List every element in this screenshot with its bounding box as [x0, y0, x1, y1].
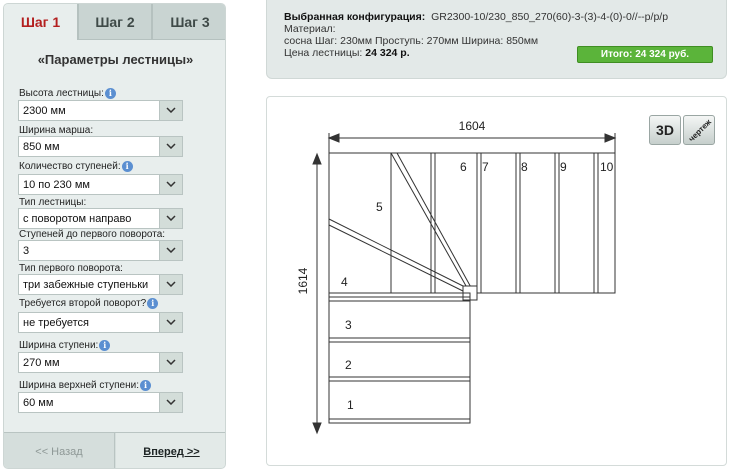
winder-diagonal [328, 224, 468, 294]
field-label-tread-width: Ширина ступени:i [19, 340, 111, 351]
select-steps-before-turn[interactable]: 3 [18, 240, 183, 261]
info-icon[interactable]: i [104, 88, 116, 99]
step-label-3: 3 [345, 318, 352, 332]
chevron-down-icon[interactable] [159, 175, 182, 194]
info-icon[interactable]: i [139, 380, 151, 391]
upper-flight-outline [328, 152, 616, 294]
chevron-down-icon[interactable] [159, 137, 182, 156]
stair-plan-drawing: 1604 1614 1 2 3 4 5 6 7 8 9 10 [296, 119, 617, 435]
winder-diagonal [396, 152, 474, 292]
step-navigation: << Назад Вперед >> [4, 432, 225, 468]
lower-flight-outline [328, 292, 471, 424]
panel-title: «Параметры лестницы» [37, 52, 194, 67]
forward-button[interactable]: Вперед >> [116, 433, 225, 468]
select-step-count[interactable]: 10 по 230 мм [18, 174, 183, 195]
height-dimension-label: 1614 [296, 267, 310, 294]
select-second-turn[interactable]: не требуется [18, 312, 183, 333]
field-label-first-turn-type: Тип первого поворота: [19, 263, 123, 274]
view-3d-button[interactable]: 3D [649, 115, 681, 145]
step-label-10: 10 [600, 160, 614, 174]
field-label-steps-before-turn: Ступеней до первого поворота: [19, 229, 166, 240]
step-label-4: 4 [341, 275, 348, 289]
field-label-stair-type: Тип лестницы: [19, 197, 87, 208]
chevron-down-icon[interactable] [159, 353, 182, 372]
select-top-step-width[interactable]: 60 мм [18, 392, 183, 413]
step-tabs: Шаг 1 Шаг 2 Шаг 3 [4, 4, 225, 40]
chevron-down-icon[interactable] [159, 275, 182, 294]
info-icon[interactable]: i [121, 161, 133, 172]
step-label-7: 7 [482, 160, 489, 174]
total-price-badge: Итого: 24 324 руб. [577, 46, 713, 63]
field-label-flight-width: Ширина марша: [19, 125, 94, 136]
field-label-stair-height: Высота лестницы:i [19, 88, 116, 99]
tab-step-3[interactable]: Шаг 3 [152, 4, 225, 40]
step-label-6: 6 [460, 160, 467, 174]
field-label-top-step-width: Ширина верхней ступени:i [19, 380, 151, 391]
step-label-9: 9 [560, 160, 567, 174]
field-label-step-count: Количество ступеней:i [19, 161, 133, 172]
arrow-down-icon [312, 422, 322, 435]
chevron-down-icon[interactable] [159, 393, 182, 412]
field-label-second-turn: Требуется второй поворот?i [19, 298, 159, 309]
select-flight-width[interactable]: 850 мм [18, 136, 183, 157]
arrow-up-icon [312, 152, 322, 165]
width-dimension-label: 1604 [459, 119, 486, 133]
select-first-turn-type[interactable]: три забежные ступеньки [18, 274, 183, 295]
configuration-summary: Выбранная конфигурация: GR2300-10/230_85… [266, 0, 727, 79]
tab-step-1[interactable]: Шаг 1 [4, 4, 78, 40]
winder-diagonal [390, 152, 471, 294]
back-button[interactable]: << Назад [4, 433, 115, 468]
tab-step-2[interactable]: Шаг 2 [78, 4, 152, 40]
price-value: 24 324 р. [365, 47, 410, 59]
select-stair-height[interactable]: 2300 мм [18, 100, 183, 121]
chevron-down-icon[interactable] [159, 241, 182, 260]
step-label-2: 2 [345, 358, 352, 372]
step-label-8: 8 [521, 160, 528, 174]
arrow-left-icon [327, 133, 340, 143]
stair-drawing-area: 1604 1614 1 2 3 4 5 6 7 8 9 10 3D чертеж [266, 96, 727, 466]
chevron-down-icon[interactable] [159, 209, 182, 228]
info-icon[interactable]: i [147, 298, 159, 309]
view-drawing-button[interactable]: чертеж [683, 115, 715, 145]
configuration-text: Выбранная конфигурация: GR2300-10/230_85… [284, 11, 669, 59]
info-icon[interactable]: i [99, 340, 111, 351]
chevron-down-icon[interactable] [159, 101, 182, 120]
arrow-right-icon [604, 133, 617, 143]
chevron-down-icon[interactable] [159, 313, 182, 332]
select-stair-type[interactable]: с поворотом направо [18, 208, 183, 229]
step-label-5: 5 [376, 200, 383, 214]
step-label-1: 1 [347, 398, 354, 412]
select-tread-width[interactable]: 270 мм [18, 352, 183, 373]
parameters-panel: Шаг 1 Шаг 2 Шаг 3 «Параметры лестницы» В… [3, 3, 226, 469]
winder-diagonal [328, 218, 470, 290]
